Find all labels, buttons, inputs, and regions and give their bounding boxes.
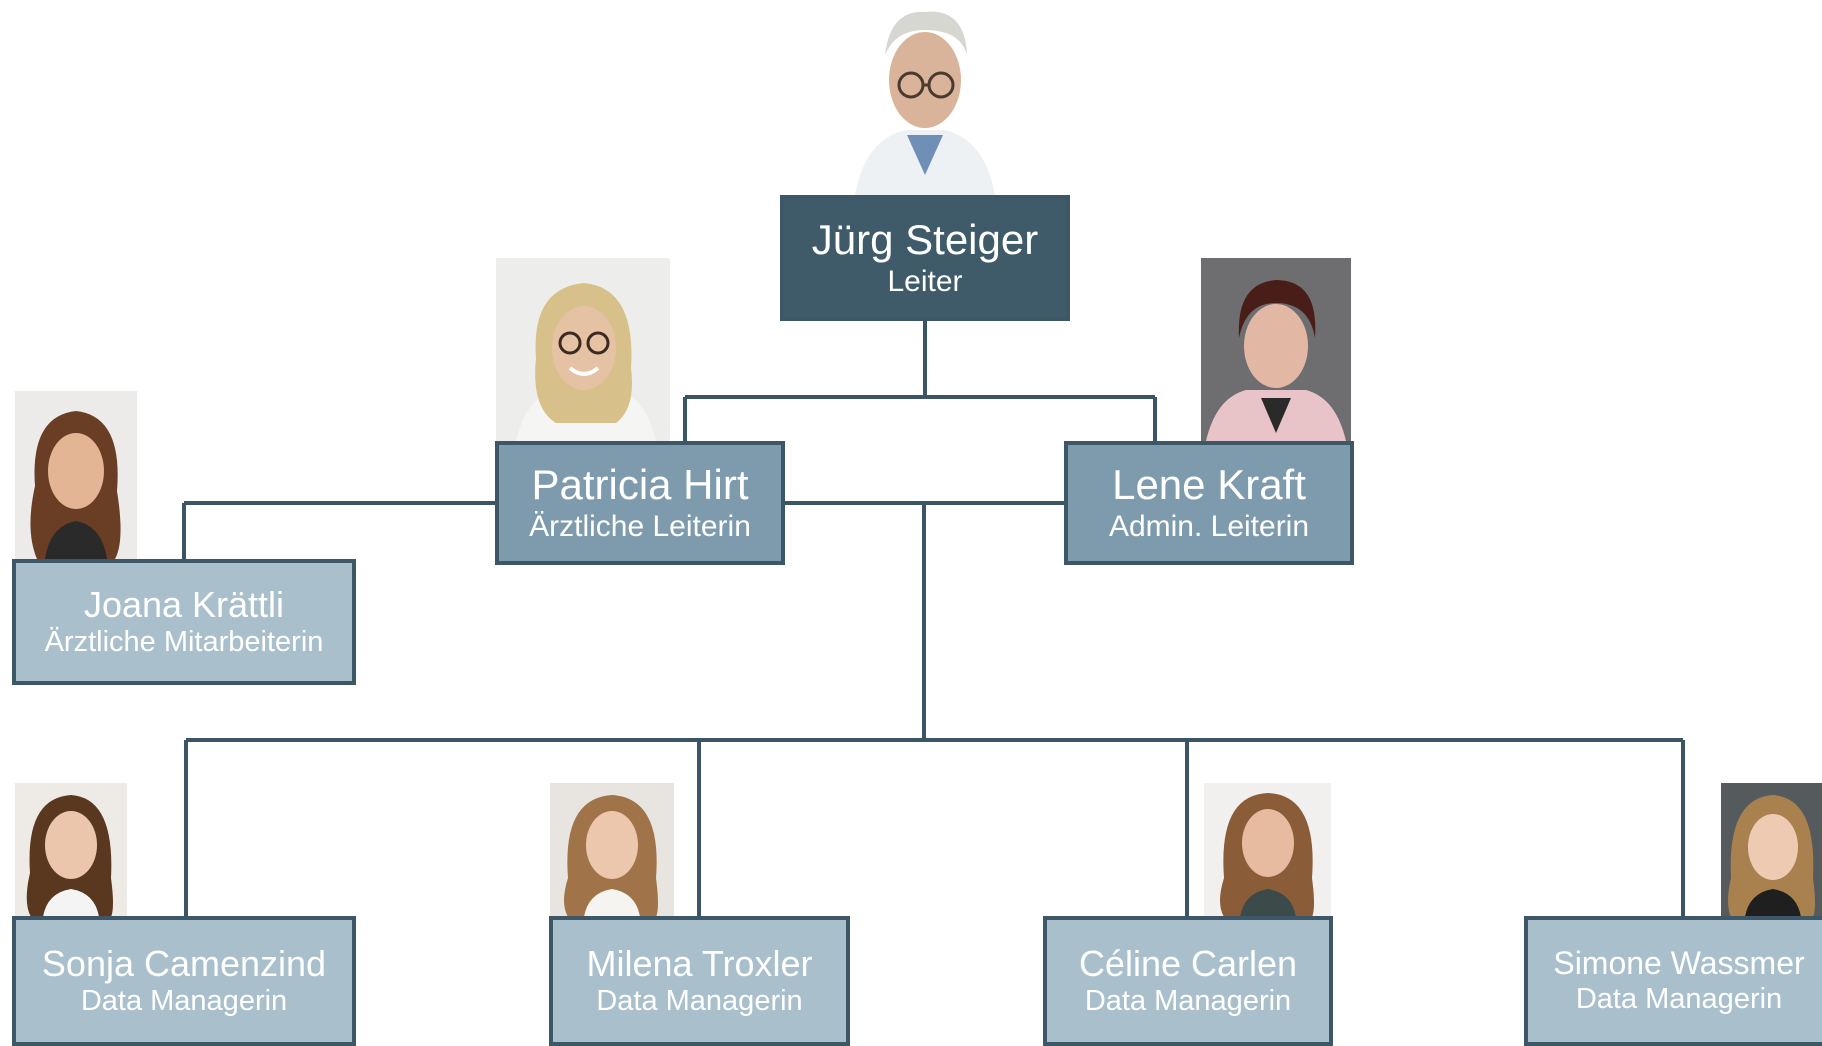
node-head-role: Leiter xyxy=(887,265,963,299)
portrait-medical-staff xyxy=(15,391,137,559)
person-portrait-icon xyxy=(550,783,674,917)
portrait-dm-1 xyxy=(15,783,127,917)
node-medical-staff-role: Ärztliche Mitarbeiterin xyxy=(44,626,324,659)
portrait-medical-lead xyxy=(496,258,670,441)
node-admin-lead: Lene Kraft Admin. Leiterin xyxy=(1064,441,1354,565)
node-data-manager-1-name: Sonja Camenzind xyxy=(41,942,327,984)
person-portrait-icon xyxy=(1204,783,1331,917)
person-portrait-icon xyxy=(15,783,127,917)
node-head-name: Jürg Steiger xyxy=(811,215,1039,263)
node-medical-lead-name: Patricia Hirt xyxy=(531,460,749,508)
node-data-manager-3-name: Céline Carlen xyxy=(1078,942,1298,984)
node-data-manager-2-name: Milena Troxler xyxy=(586,942,813,984)
node-medical-staff-name: Joana Krättli xyxy=(83,583,285,625)
node-data-manager-1-role: Data Managerin xyxy=(80,985,288,1018)
portrait-admin-lead xyxy=(1201,258,1351,441)
node-data-manager-1: Sonja Camenzind Data Managerin xyxy=(12,916,356,1046)
person-portrait-icon xyxy=(1201,258,1351,441)
node-data-manager-2-role: Data Managerin xyxy=(596,985,803,1018)
node-admin-lead-name: Lene Kraft xyxy=(1112,460,1306,508)
node-medical-lead: Patricia Hirt Ärztliche Leiterin xyxy=(495,441,785,565)
person-portrait-icon xyxy=(1721,783,1822,917)
portrait-dm-2 xyxy=(550,783,674,917)
portrait-dm-3 xyxy=(1204,783,1331,917)
node-medical-lead-role: Ärztliche Leiterin xyxy=(529,510,751,544)
node-data-manager-4-role: Data Managerin xyxy=(1575,983,1783,1015)
portrait-dm-4 xyxy=(1721,783,1822,917)
node-medical-staff: Joana Krättli Ärztliche Mitarbeiterin xyxy=(12,559,356,685)
person-portrait-icon xyxy=(15,391,137,559)
node-data-manager-3: Céline Carlen Data Managerin xyxy=(1043,916,1333,1046)
node-data-manager-2: Milena Troxler Data Managerin xyxy=(549,916,850,1046)
person-portrait-icon xyxy=(496,258,670,441)
node-data-manager-4: Simone Wassmer Data Managerin xyxy=(1524,916,1822,1046)
portrait-head xyxy=(845,0,1005,195)
person-portrait-icon xyxy=(845,0,1005,195)
node-data-manager-3-role: Data Managerin xyxy=(1084,985,1292,1018)
node-data-manager-4-name: Simone Wassmer xyxy=(1553,945,1805,982)
node-head: Jürg Steiger Leiter xyxy=(780,195,1070,321)
node-admin-lead-role: Admin. Leiterin xyxy=(1108,510,1310,544)
